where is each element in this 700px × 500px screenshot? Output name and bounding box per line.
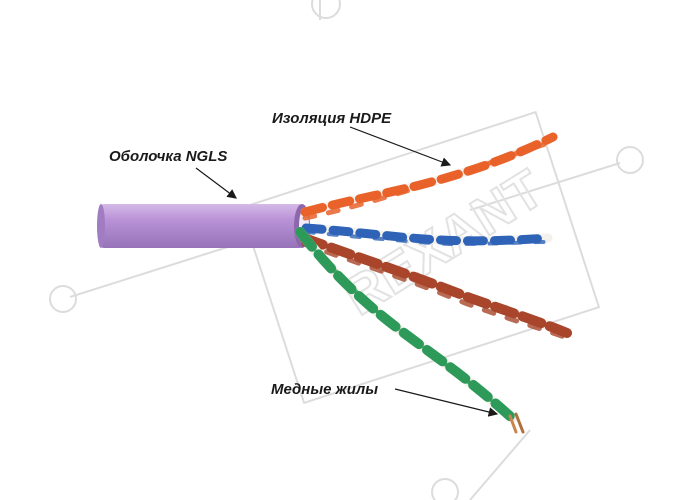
twisted-pair-brown <box>299 233 572 341</box>
copper-callout-label: Медные жилы <box>271 381 379 398</box>
watermark-circle <box>49 285 77 313</box>
watermark-circle <box>311 0 341 19</box>
cable-sheath <box>97 204 310 248</box>
watermark-circle <box>431 478 459 500</box>
watermark-frame <box>239 110 601 405</box>
sheath-callout-label: Оболочка NGLS <box>109 148 228 165</box>
watermark-line <box>469 162 621 211</box>
copper-wire <box>508 414 518 434</box>
watermark-line <box>69 239 251 298</box>
watermark-circle <box>616 146 644 174</box>
sheath-callout-arrow <box>195 167 237 199</box>
copper-wire <box>514 412 525 434</box>
twisted-pair-blue <box>301 223 553 247</box>
insulation-callout-arrow <box>349 126 452 167</box>
copper-conductors <box>508 412 525 434</box>
insulation-callout-label: Изоляция HDPE <box>272 110 392 127</box>
copper-callout-arrow <box>394 388 499 417</box>
twisted-pair-green <box>295 227 517 423</box>
watermark-line <box>469 429 531 500</box>
twisted-pair-orange <box>300 132 558 221</box>
